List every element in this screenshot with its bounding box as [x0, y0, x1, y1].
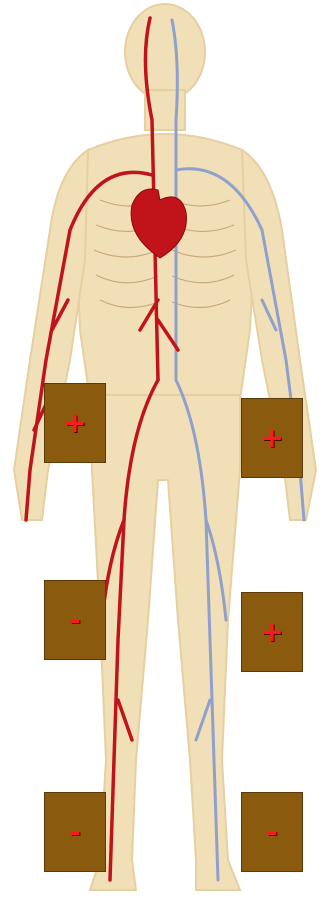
polarity-sign: + — [260, 424, 283, 452]
electrode-pad-left-middle[interactable]: - — [44, 580, 106, 660]
electrode-pad-right-lower[interactable]: - — [241, 792, 303, 872]
polarity-sign: - — [266, 818, 278, 846]
polarity-sign: - — [69, 606, 81, 634]
polarity-sign: + — [63, 409, 86, 437]
polarity-sign: + — [260, 618, 283, 646]
electrode-pad-left-lower[interactable]: - — [44, 792, 106, 872]
polarity-sign: - — [69, 818, 81, 846]
electrode-pad-left-upper[interactable]: + — [44, 383, 106, 463]
electrode-pad-right-upper[interactable]: + — [241, 398, 303, 478]
electrode-pad-right-middle[interactable]: + — [241, 592, 303, 672]
